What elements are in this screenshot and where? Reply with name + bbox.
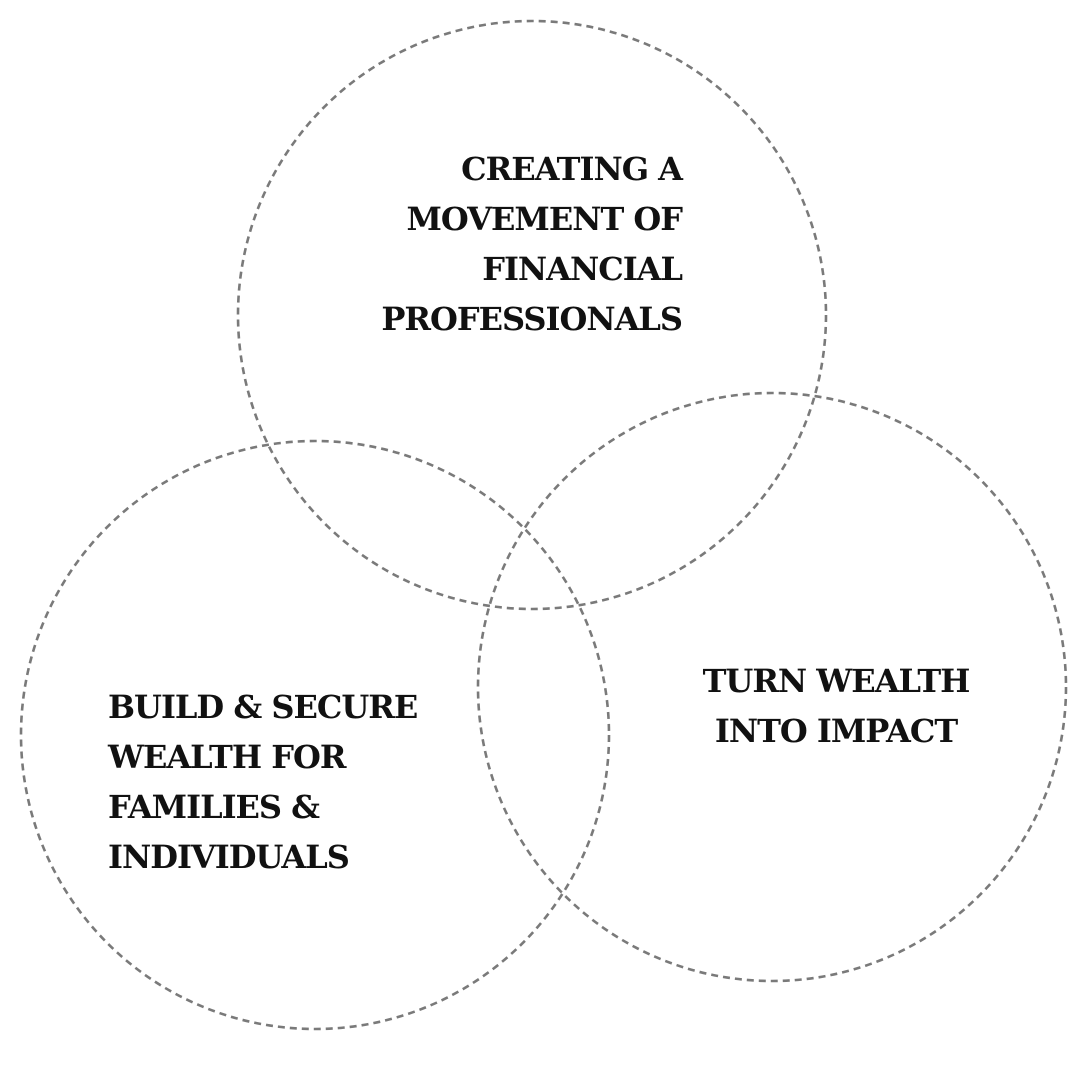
- circle-top: [236, 19, 828, 611]
- label-line: BUILD & SECURE: [108, 688, 418, 726]
- label-line: MOVEMENT OF: [406, 200, 683, 238]
- label-line: CREATING A: [461, 150, 683, 188]
- label-line: TURN WEALTH: [702, 662, 971, 700]
- label-top-circle: CREATING A MOVEMENT OF FINANCIAL PROFESS…: [340, 144, 683, 344]
- label-line: FINANCIAL: [482, 250, 683, 288]
- label-line: INTO IMPACT: [714, 712, 958, 750]
- label-line: INDIVIDUALS: [108, 838, 350, 876]
- label-line: FAMILIES &: [108, 788, 320, 826]
- label-bottom-left-circle: BUILD & SECURE WEALTH FOR FAMILIES & IND…: [108, 682, 448, 882]
- circle-bottom-right: [476, 391, 1068, 983]
- label-line: WEALTH FOR: [108, 738, 346, 776]
- label-bottom-right-circle: TURN WEALTH INTO IMPACT: [676, 656, 996, 756]
- circle-bottom-left: [19, 439, 611, 1031]
- label-line: PROFESSIONALS: [381, 300, 683, 338]
